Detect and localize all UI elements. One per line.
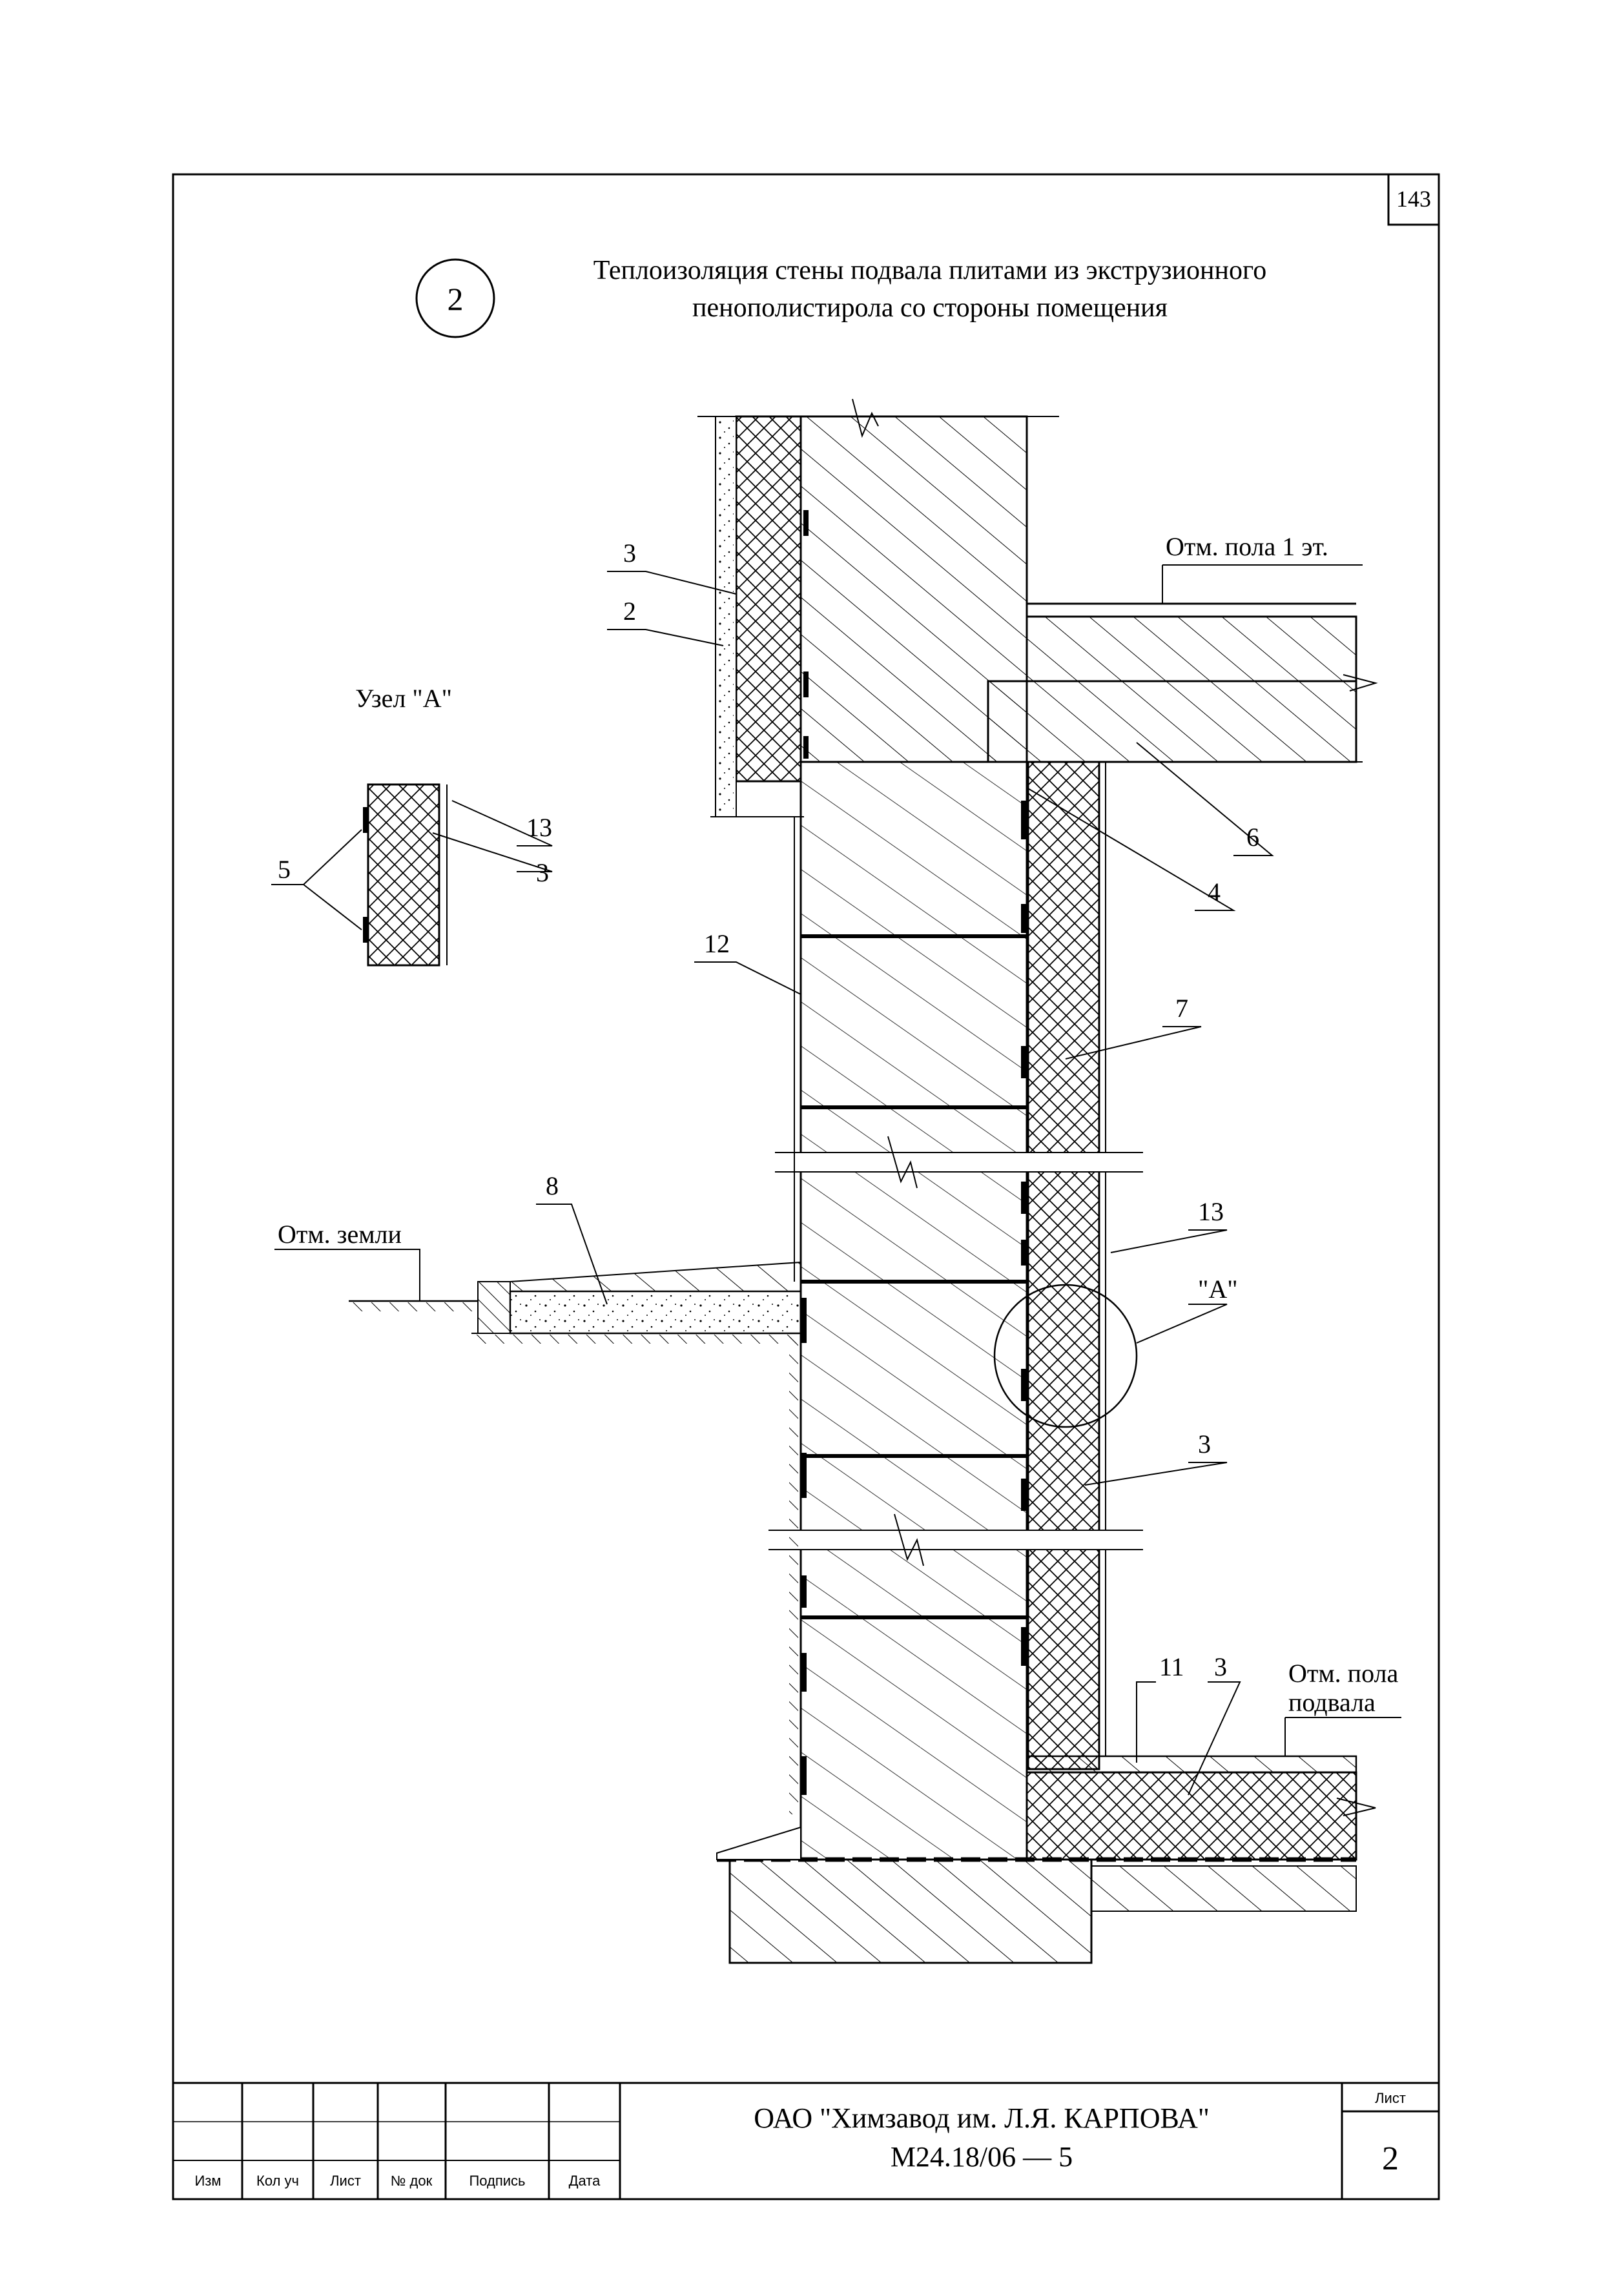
callout-3-floor: 3 bbox=[1214, 1652, 1227, 1681]
page-number: 143 bbox=[1396, 186, 1431, 212]
level-basement-floor-line2: подвала bbox=[1288, 1688, 1376, 1717]
level-floor-1: Отм. пола 1 эт. bbox=[1166, 532, 1328, 561]
detail-number-circle bbox=[415, 258, 495, 338]
page-number-box bbox=[1387, 173, 1440, 226]
callout-5: 5 bbox=[278, 855, 291, 884]
level-ground: Отм. земли bbox=[278, 1220, 402, 1249]
upper-external-insulation bbox=[710, 415, 804, 817]
tb-document-code: М24.18/06 — 5 bbox=[891, 2141, 1073, 2173]
node-a-detail bbox=[363, 783, 448, 967]
adhesive-dabs bbox=[801, 510, 1026, 1795]
interior-insulation bbox=[1027, 761, 1143, 1770]
callout-7: 7 bbox=[1175, 994, 1188, 1023]
tb-col-izm: Изм bbox=[194, 2173, 221, 2189]
tb-col-kol: Кол уч bbox=[256, 2173, 299, 2189]
tb-col-list: Лист bbox=[330, 2173, 361, 2189]
tb-col-ndok: № док bbox=[391, 2173, 433, 2189]
floor-slab bbox=[987, 602, 1378, 763]
title-block bbox=[173, 2082, 1439, 2199]
callout-11: 11 bbox=[1159, 1652, 1184, 1681]
level-basement-floor-line1: Отм. пола bbox=[1288, 1659, 1399, 1688]
callout-8: 8 bbox=[546, 1171, 559, 1200]
tb-sheet-label: Лист bbox=[1375, 2090, 1406, 2106]
basement-floor bbox=[1026, 1755, 1376, 1912]
drawing-title-line1: Теплоизоляция стены подвала плитами из э… bbox=[593, 256, 1266, 285]
callout-13-lower: 13 bbox=[1198, 1197, 1224, 1226]
callout-3-upper: 3 bbox=[623, 538, 636, 568]
tb-col-data: Дата bbox=[569, 2173, 601, 2189]
tb-sheet-number: 2 bbox=[1382, 2140, 1399, 2177]
callout-4: 4 bbox=[1208, 877, 1221, 907]
sheet-frame bbox=[172, 173, 1440, 2200]
callout-12: 12 bbox=[704, 929, 730, 958]
blind-area bbox=[349, 1261, 802, 1344]
exterior-backfill bbox=[789, 1337, 798, 1814]
tb-col-podpis: Подпись bbox=[469, 2173, 525, 2189]
node-a-title: Узел "А" bbox=[355, 684, 452, 713]
callout-3-node: 3 bbox=[536, 858, 549, 887]
node-a-circle bbox=[993, 1284, 1138, 1428]
tb-organization: ОАО "Химзавод им. Л.Я. КАРПОВА" bbox=[754, 2102, 1210, 2134]
node-a-marker: "А" bbox=[1198, 1275, 1238, 1304]
detail-number: 2 bbox=[448, 281, 464, 317]
callout-2: 2 bbox=[623, 597, 636, 626]
drawing-title-line2: пенополистирола со стороны помещения bbox=[692, 293, 1168, 323]
callout-6: 6 bbox=[1246, 823, 1259, 852]
callout-3-lower: 3 bbox=[1198, 1430, 1211, 1459]
callout-leaders bbox=[271, 564, 1401, 1796]
callout-13-node: 13 bbox=[526, 813, 552, 842]
